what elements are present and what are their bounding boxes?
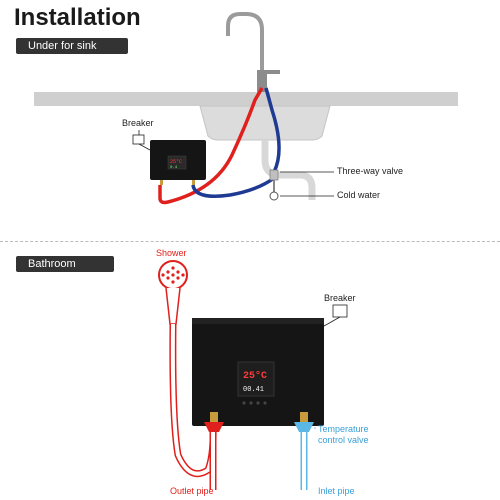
heater-display-small-flow: 0.4 [170,166,178,170]
callout-inlet-pipe: Inlet pipe [318,486,355,496]
cold-pipe-faucet [264,87,281,173]
three-way-valve [269,169,279,181]
section-label-under-sink: Under for sink [16,38,128,54]
callout-cold-water: Cold water [337,190,381,200]
cold-water-inlet [269,191,279,201]
page-title: Installation [14,4,141,31]
heater-display-small-temp: 25°C [170,159,182,165]
countertop [34,92,458,106]
inlet-connector [294,422,314,432]
cold-pipe-heater [191,176,276,198]
faucet-handle [266,70,280,74]
breaker-large-icon [332,304,348,318]
outlet-fitting [210,412,218,422]
sink-basin [199,105,331,141]
inlet-fitting [300,412,308,422]
faucet-base [257,70,267,92]
callout-three-way-valve: Three-way valve [337,166,404,176]
outlet-connector [204,422,224,432]
callout-shower: Shower [156,248,187,258]
heater-display-small [167,155,187,170]
callout-breaker-bathroom: Breaker [324,293,356,303]
heater-display-large-temp: 25°C [243,370,267,382]
shower-handle [165,287,181,325]
callout-temperature-valve: Temperature control valve [318,424,369,445]
heater-display-large-flow: 00.41 [243,386,264,394]
callout-outlet-pipe: Outlet pipe [170,486,214,496]
section-label-bathroom: Bathroom [16,256,114,272]
heater-display-large [237,361,275,397]
section-divider [0,241,500,242]
hot-pipe-under [158,87,264,205]
callout-breaker-under: Breaker [122,118,154,128]
faucet [226,12,264,92]
drain-pipe [261,140,316,200]
breaker-small-icon [132,134,145,145]
